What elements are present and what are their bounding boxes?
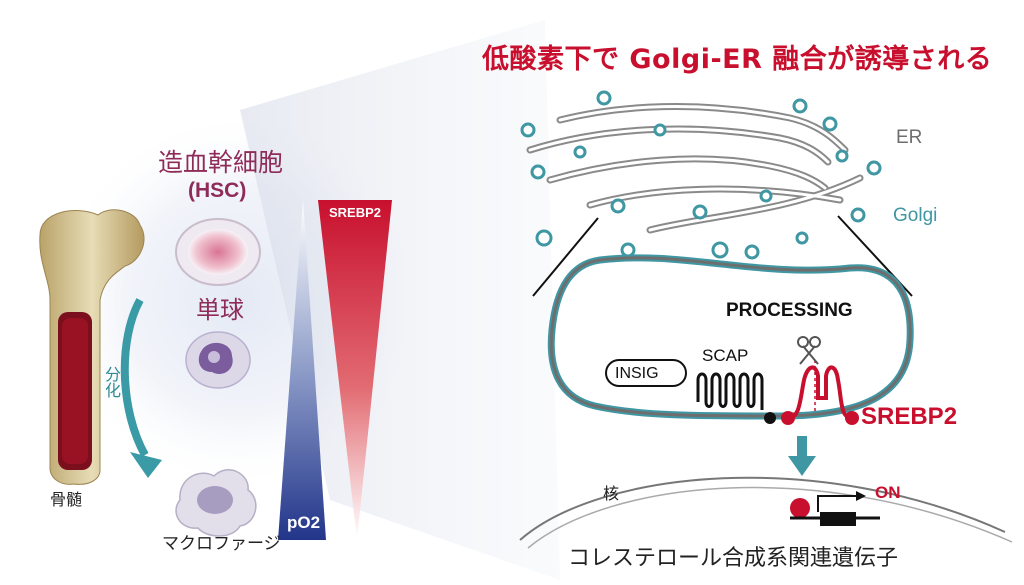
processing-label: PROCESSING — [726, 300, 853, 321]
cholesterol-genes-label: コレステロール合成系関連遺伝子 — [568, 546, 899, 571]
scissors-icon — [797, 336, 821, 365]
scap-protein — [696, 372, 764, 410]
macrophage-cell — [175, 469, 257, 537]
macrophage-label: マクロファージ — [162, 534, 281, 554]
differentiation-label: 分化 — [102, 366, 121, 398]
po2-gradient-triangle — [278, 200, 326, 540]
nuclear-envelope — [519, 476, 1006, 541]
scap-label: SCAP — [702, 346, 749, 365]
monocyte-label: 単球 — [196, 296, 244, 324]
diagram-title: 低酸素下で Golgi-ER 融合が誘導される — [482, 44, 993, 75]
differentiation-arrow — [120, 298, 149, 457]
er-membrane-lumen — [528, 104, 862, 232]
monocyte-cell — [185, 331, 251, 389]
srebp2-protein-label: SREBP2 — [861, 403, 958, 430]
er-label: ER — [896, 127, 923, 148]
golgi-vesicles — [520, 90, 882, 260]
srebp2-on-promoter — [790, 498, 810, 518]
srebp2-gradient-triangle — [318, 200, 392, 540]
insig-label: INSIG — [615, 365, 659, 382]
hsc-cell — [175, 218, 261, 286]
zoom-cone — [240, 20, 560, 580]
transport-arrow-shaft — [797, 436, 807, 458]
nuclear-envelope-inner — [527, 486, 1013, 549]
transport-arrowhead — [788, 456, 816, 476]
transcription-arrowhead — [856, 491, 866, 501]
po2-gradient-label: pO2 — [287, 513, 321, 532]
bone-marrow-label: 骨髄 — [50, 490, 83, 509]
gene-block — [820, 512, 856, 526]
scap-terminal-dot — [764, 412, 776, 424]
nucleus-label: 核 — [603, 484, 620, 503]
srebp2-gradient-label: SREBP2 — [329, 205, 382, 220]
golgi-label: Golgi — [893, 205, 938, 226]
bone-illustration — [39, 209, 145, 485]
insig-protein — [605, 359, 687, 387]
srebp2-protein — [781, 360, 859, 425]
transcription-arrow — [817, 495, 858, 512]
er-golgi-compartment — [547, 254, 914, 420]
gene-on-label: ON — [875, 483, 901, 502]
differentiation-arrowhead — [130, 452, 162, 478]
hsc-abbrev-label: (HSC) — [188, 179, 247, 202]
compartment-inner-membrane — [549, 256, 912, 418]
hsc-label: 造血幹細胞 — [158, 148, 284, 177]
zoom-line-left — [532, 217, 599, 297]
